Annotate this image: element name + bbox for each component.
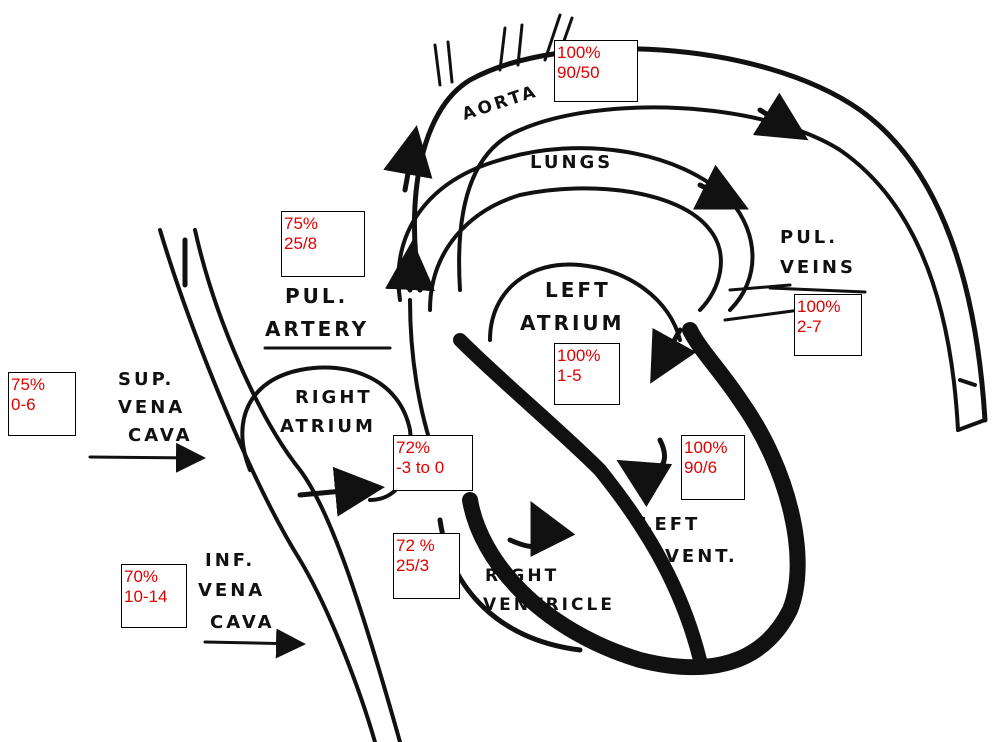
sup-vena-cava-saturation: 75% (11, 375, 73, 395)
right-atrium-pressure: -3 to 0 (396, 458, 470, 478)
right-atrium-saturation: 72% (396, 438, 470, 458)
label-pul-veins-1: PUL. (780, 227, 838, 248)
left-ventricle-saturation: 100% (684, 438, 742, 458)
aorta-branch-1 (435, 42, 452, 85)
label-inf-vena-cava-3: CAVA (210, 612, 275, 633)
arrow-pul-veins-label (770, 288, 865, 292)
aorta-pressure: 90/50 (557, 63, 635, 83)
annotation-left-ventricle: 100% 90/6 (681, 435, 745, 500)
annotation-aorta: 100% 90/50 (554, 40, 638, 102)
arrow-sup-vena-cava (90, 457, 200, 458)
label-sup-vena-cava-3: CAVA (128, 425, 193, 446)
right-ventricle-pressure: 25/3 (396, 556, 457, 576)
label-right-atrium-1: RIGHT (295, 387, 373, 408)
label-right-ventricle-2: VENTRICLE (483, 595, 615, 615)
label-pul-artery-1: PUL. (285, 284, 348, 308)
label-pul-veins-2: VEINS (780, 257, 856, 278)
heart-outer-wall (470, 330, 798, 667)
label-inf-vena-cava-2: VENA (198, 580, 265, 601)
arrow-right-ventricle (510, 510, 544, 547)
label-left-vent-1: LEFT (640, 514, 700, 535)
aorta-saturation: 100% (557, 43, 635, 63)
arrow-inf-vena-cava (205, 642, 300, 644)
annotation-sup-vena-cava: 75% 0-6 (8, 372, 76, 436)
label-sup-vena-cava-2: VENA (118, 397, 185, 418)
label-left-atrium-1: LEFT (545, 278, 611, 302)
label-lungs: LUNGS (530, 152, 613, 173)
label-right-atrium-2: ATRIUM (280, 416, 376, 437)
pul-artery-pressure: 25/8 (284, 234, 362, 254)
label-sup-vena-cava-1: SUP. (118, 369, 174, 390)
annotation-left-atrium: 100% 1-5 (554, 343, 620, 405)
pul-veins-saturation: 100% (797, 297, 859, 317)
pul-artery-saturation: 75% (284, 214, 362, 234)
arrow-left-atrium (655, 330, 680, 375)
pul-veins-pressure: 2-7 (797, 317, 859, 337)
sup-vena-cava-pressure: 0-6 (11, 395, 73, 415)
label-left-vent-2: VENT. (665, 546, 738, 567)
label-aorta: AORTA (460, 81, 541, 124)
arrow-lungs (700, 185, 740, 205)
left-atrium-saturation: 100% (557, 346, 617, 366)
inf-vena-cava-pressure: 10-14 (124, 587, 184, 607)
label-right-ventricle-1: RIGHT (485, 566, 559, 586)
inf-vena-cava-saturation: 70% (124, 567, 184, 587)
annotation-pul-veins: 100% 2-7 (794, 294, 862, 356)
left-ventricle-pressure: 90/6 (684, 458, 742, 478)
annotation-right-ventricle: 72 % 25/3 (393, 533, 460, 599)
label-left-atrium-2: ATRIUM (520, 311, 625, 335)
annotation-right-atrium: 72% -3 to 0 (393, 435, 473, 491)
label-pul-artery-2: ARTERY (265, 317, 369, 341)
right-ventricle-saturation: 72 % (396, 536, 457, 556)
label-inf-vena-cava-1: INF. (205, 550, 255, 571)
arrow-left-ventricle (625, 440, 665, 472)
arrow-aorta-ascending (405, 135, 415, 190)
left-atrium-pressure: 1-5 (557, 366, 617, 386)
arrow-pul-artery (410, 250, 412, 290)
annotation-inf-vena-cava: 70% 10-14 (121, 564, 187, 628)
annotation-pul-artery: 75% 25/8 (281, 211, 365, 277)
